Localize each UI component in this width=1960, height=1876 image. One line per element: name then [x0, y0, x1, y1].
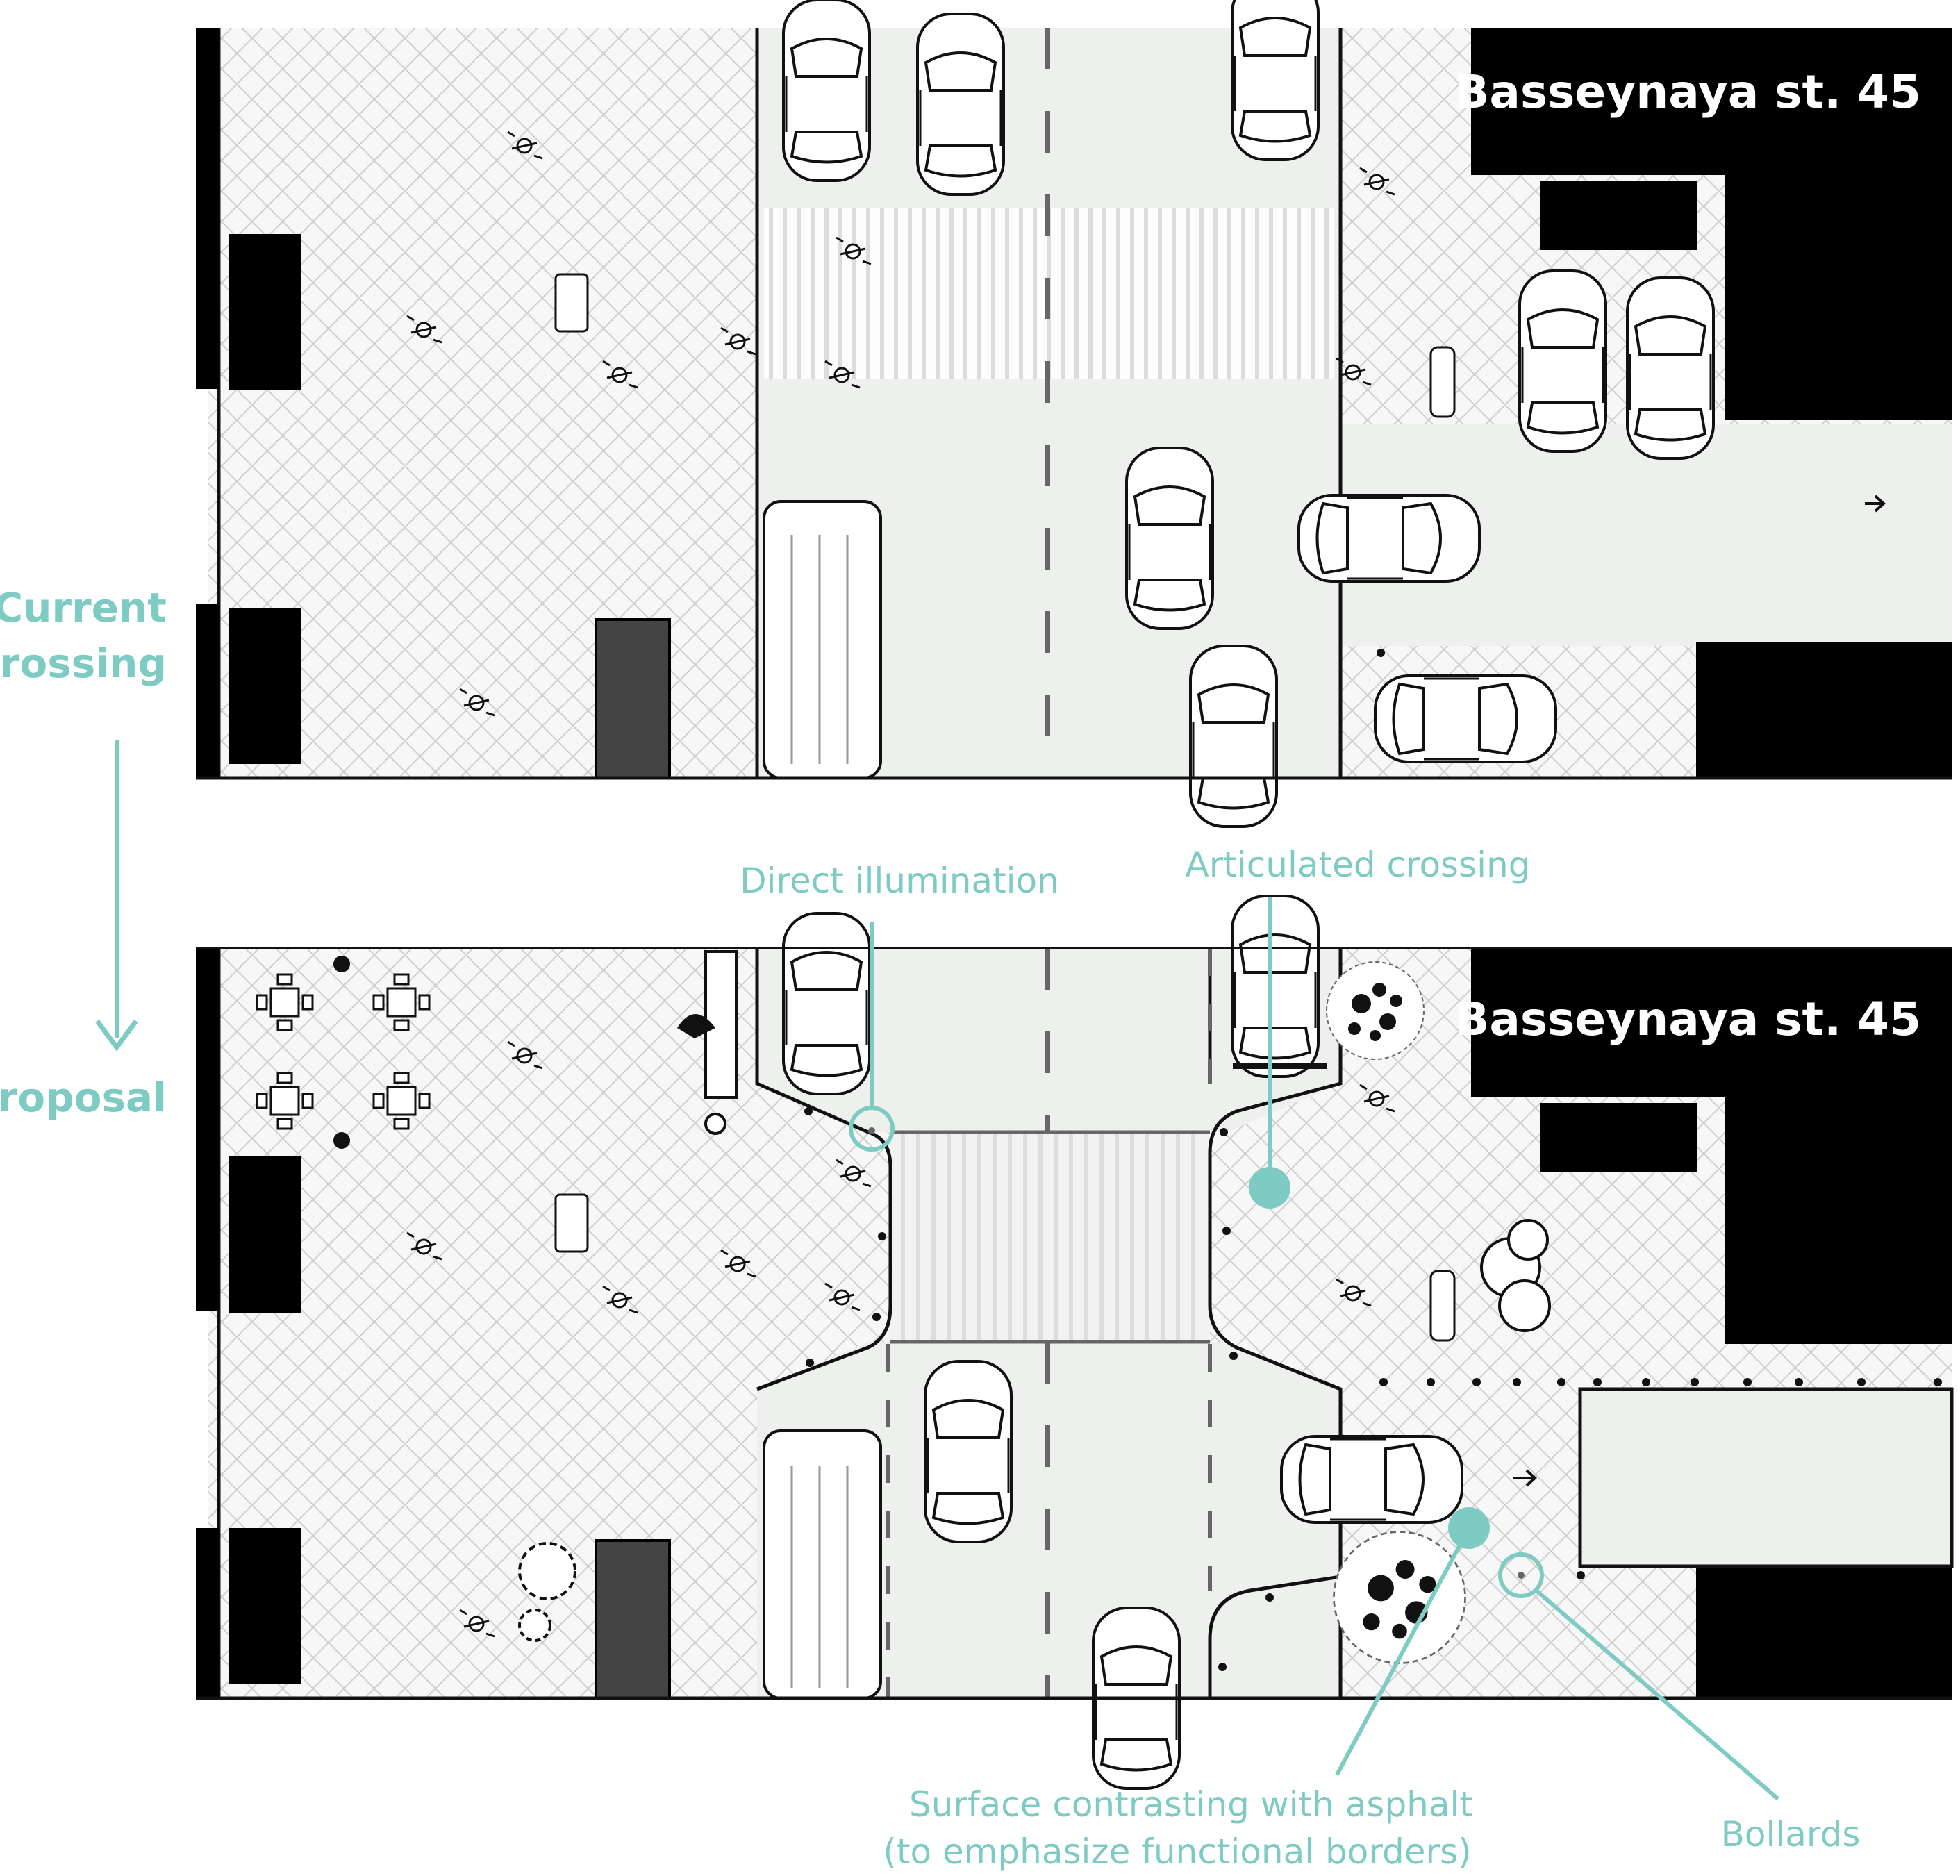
top-building-lower: [1696, 642, 1952, 778]
top-zebra: [764, 208, 1334, 379]
top-car-1: [782, 0, 871, 182]
articulated-crossing-marker: [1249, 1167, 1290, 1209]
top-bollard: [1377, 649, 1385, 657]
top-bus: [763, 500, 882, 779]
top-building-address: Basseynaya st. 45: [1454, 65, 1921, 119]
bottom-building-lower: [1696, 1566, 1952, 1698]
current-label-line2: crossing: [0, 640, 167, 687]
bottom-wall-lower: [196, 1528, 219, 1698]
label-surface-line2: (to emphasize functional borders): [883, 1832, 1471, 1872]
current-label-line1: Current: [0, 584, 167, 631]
bollards-marker: [1498, 1552, 1544, 1598]
bottom-car-1: [782, 912, 871, 1095]
tree-icon: [1326, 961, 1425, 1060]
top-column-2: [229, 608, 301, 764]
top-wall-upper: [196, 28, 219, 389]
bottom-wheelchair: [554, 1193, 589, 1253]
bottom-column-1: [229, 1156, 301, 1313]
top-cyclist: [1429, 346, 1456, 418]
label-articulated-crossing: Articulated crossing: [1186, 845, 1531, 885]
top-car-6: [1518, 269, 1607, 453]
top-column-1: [229, 234, 301, 390]
shrub-icon: [518, 1542, 576, 1600]
proposal-label: Proposal: [0, 1074, 167, 1121]
shrub-icon: [518, 1609, 551, 1642]
stage-labels: Current crossing Proposal: [0, 584, 167, 1121]
surface-marker: [1448, 1507, 1490, 1549]
bottom-direction-arrow: [1513, 1469, 1537, 1487]
tree-icon: [1333, 1531, 1466, 1664]
street-lamp-icon: [704, 1113, 726, 1135]
top-direction-arrow: [1865, 495, 1886, 513]
label-direct-illumination: Direct illumination: [740, 861, 1059, 901]
top-building: [1471, 28, 1952, 420]
bottom-wall-upper: [196, 948, 219, 1311]
top-kiosk: [595, 618, 671, 779]
shrub-icon: [1498, 1279, 1551, 1332]
bottom-column-2: [229, 1528, 301, 1684]
bottom-cyclist: [1429, 1270, 1456, 1342]
top-car-3: [1231, 0, 1320, 161]
dog-icon: [677, 1014, 715, 1038]
shrub-icon: [1507, 1219, 1549, 1261]
proposal-panel: Basseynaya st. 45: [196, 895, 1954, 1790]
annotations: Direct illumination Articulated crossing…: [740, 845, 1860, 1872]
bottom-car-5: [1280, 1435, 1463, 1524]
label-bollards: Bollards: [1721, 1814, 1861, 1854]
bottom-building: [1471, 948, 1952, 1344]
top-wheelchair: [554, 273, 589, 333]
right-curb-extension: [1208, 948, 1343, 1698]
top-car-9: [1374, 674, 1557, 763]
top-car-5: [1189, 645, 1278, 828]
top-car-2: [916, 13, 1005, 196]
bollard-row: [333, 956, 1942, 1671]
crossing-stripes: [901, 1134, 1195, 1340]
label-surface-line1: Surface contrasting with asphalt: [909, 1784, 1473, 1825]
raised-crossing: [890, 1132, 1210, 1342]
top-car-7: [1626, 276, 1715, 460]
top-car-4: [1125, 447, 1214, 630]
bottom-bus: [763, 1429, 882, 1700]
top-building-annex: [1540, 181, 1697, 250]
current-panel: Basseynaya st. 45: [196, 0, 1952, 828]
left-curb-extension: [755, 948, 892, 1391]
top-wall-lower: [196, 604, 219, 778]
bottom-car-3: [924, 1360, 1013, 1543]
bottom-building-annex: [1540, 1103, 1697, 1172]
bottom-kiosk: [595, 1539, 671, 1700]
top-car-8: [1297, 494, 1481, 583]
bottom-car-2: [1231, 895, 1320, 1078]
stage-arrow-head: [95, 1019, 138, 1052]
plaza-entrance: [1578, 1387, 1954, 1568]
bottom-building-address: Basseynaya st. 45: [1454, 993, 1921, 1046]
illumination-marker: [849, 1106, 895, 1152]
